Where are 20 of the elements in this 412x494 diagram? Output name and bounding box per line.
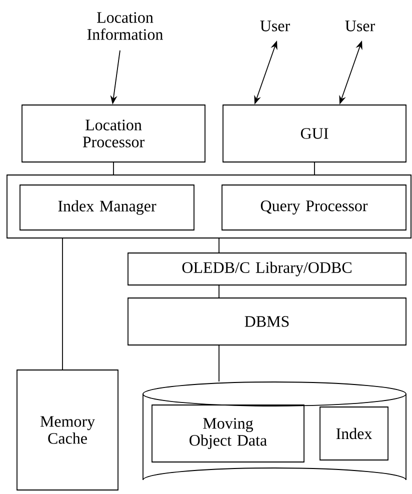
input-label: Location Information: [87, 12, 163, 40]
component-box: GUI: [222, 104, 406, 162]
cache-box: Memory Cache: [16, 370, 118, 490]
component-box: Query Processor: [222, 184, 406, 230]
connector: [218, 345, 220, 382]
user-label: User: [260, 20, 290, 32]
component-box: Index Manager: [20, 184, 194, 230]
connector: [218, 238, 220, 253]
user-label: User: [345, 20, 375, 32]
connector: [314, 162, 315, 175]
layer-band: [6, 174, 412, 238]
data-box: Moving Object Data: [152, 404, 304, 462]
component-box: Location Processor: [22, 104, 206, 162]
connector: [218, 285, 220, 298]
connector: [113, 162, 114, 175]
component-box: OLEDB/C Library/ODBC: [128, 252, 406, 286]
database-cylinder: [142, 382, 406, 480]
connector: [62, 238, 63, 370]
data-box: Index: [320, 406, 388, 460]
component-box: DBMS: [128, 298, 406, 346]
